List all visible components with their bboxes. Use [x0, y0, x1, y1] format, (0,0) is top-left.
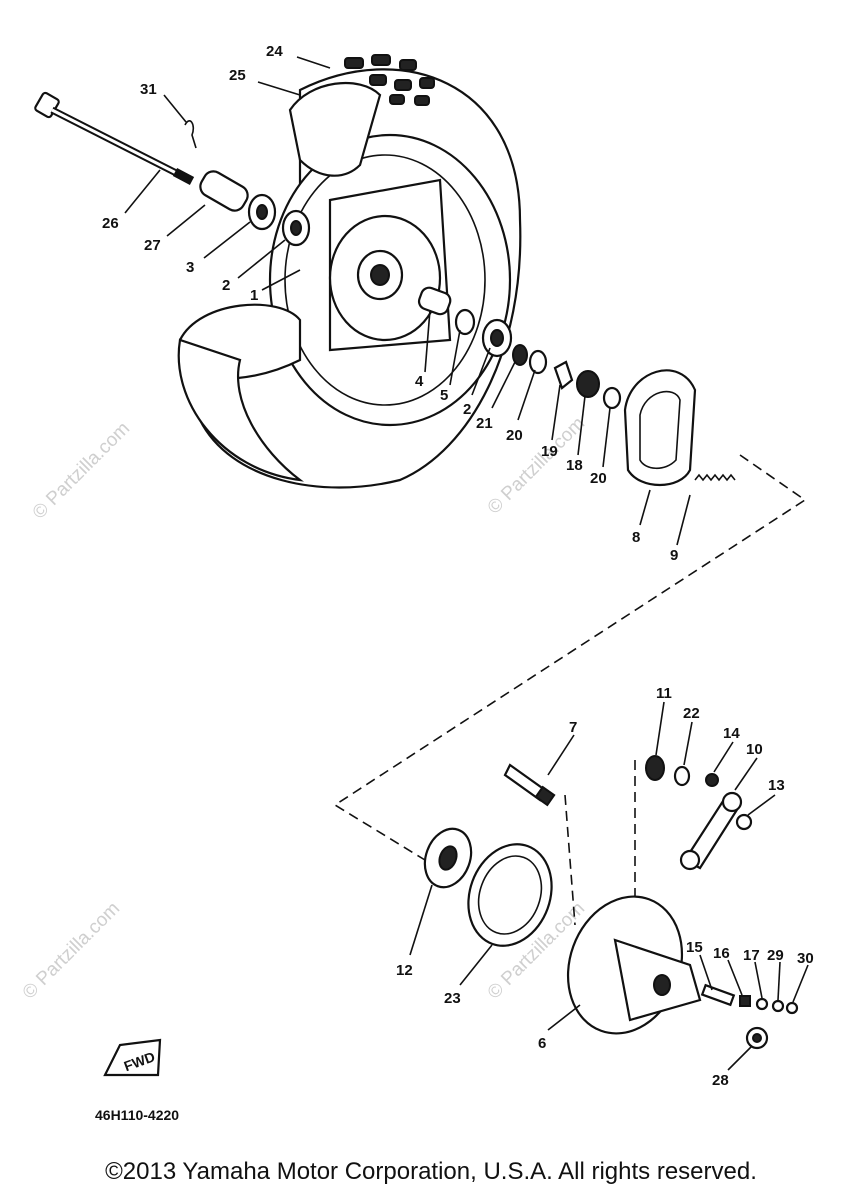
cam-lever-10 — [679, 791, 743, 871]
wheel-assembly — [177, 54, 522, 489]
watermark-bottom-left: © Partzilla.com — [19, 898, 124, 1003]
callout-16: 16 — [713, 945, 730, 962]
callout-13: 13 — [768, 777, 785, 794]
callout-9: 9 — [670, 547, 678, 564]
callout-7: 7 — [569, 719, 577, 736]
fwd-indicator: FWD — [103, 1038, 162, 1077]
return-spring — [694, 473, 736, 482]
torsion-spring-11 — [645, 755, 665, 781]
cotter-pin — [184, 120, 197, 149]
circlip-21 — [512, 344, 528, 366]
camshaft — [503, 763, 556, 807]
washer-22 — [673, 765, 691, 787]
callout-28: 28 — [712, 1072, 729, 1089]
adjuster-bolt-15 — [700, 983, 736, 1007]
tire-tread — [344, 54, 435, 106]
axle — [34, 91, 195, 185]
callout-18: 18 — [566, 457, 583, 474]
nut-16 — [739, 995, 751, 1007]
seal-ring-23 — [467, 843, 553, 947]
callout-4: 4 — [415, 373, 424, 390]
callout-2-right: 2 — [463, 401, 471, 418]
callout-21: 21 — [476, 415, 493, 432]
brake-shoe-plate — [566, 895, 702, 1035]
callout-14: 14 — [723, 725, 740, 742]
washer-20 — [528, 349, 548, 375]
callout-12: 12 — [396, 962, 413, 979]
washer-20-b — [602, 386, 622, 410]
spacer-5 — [454, 308, 476, 336]
callout-8: 8 — [632, 529, 640, 546]
callout-20-a: 20 — [506, 427, 523, 444]
callout-29: 29 — [767, 947, 784, 964]
gear-18 — [576, 370, 600, 398]
assembly-guide-line — [333, 454, 807, 861]
collar — [199, 170, 249, 212]
callout-1: 1 — [250, 287, 258, 304]
callout-23: 23 — [444, 990, 461, 1007]
callout-27: 27 — [144, 237, 161, 254]
callout-24: 24 — [266, 43, 283, 60]
callout-30: 30 — [797, 950, 814, 967]
copyright-notice: ©2013 Yamaha Motor Corporation, U.S.A. A… — [105, 1158, 757, 1185]
callout-labels: 24 25 31 26 27 3 2 1 4 5 2 21 20 19 18 2… — [102, 43, 814, 1089]
lock-washer-19 — [553, 360, 574, 390]
callout-22: 22 — [683, 705, 700, 722]
callout-6: 6 — [538, 1035, 546, 1052]
callout-3: 3 — [186, 259, 194, 276]
nut-30 — [785, 1001, 799, 1015]
nut-13 — [735, 813, 753, 831]
callout-17: 17 — [743, 947, 760, 964]
callout-10: 10 — [746, 741, 763, 758]
callout-15: 15 — [686, 939, 703, 956]
brake-shoe — [623, 369, 697, 487]
callout-2-left: 2 — [222, 277, 230, 294]
part-code: 46H110-4220 — [95, 1107, 179, 1123]
callout-26: 26 — [102, 215, 119, 232]
callout-25: 25 — [229, 67, 246, 84]
callout-31: 31 — [140, 81, 157, 98]
callout-11: 11 — [656, 685, 672, 702]
callout-19: 19 — [541, 443, 558, 460]
callout-5: 5 — [440, 387, 448, 404]
washer-17 — [755, 997, 769, 1011]
washer-29 — [771, 999, 785, 1013]
callout-20-b: 20 — [590, 470, 607, 487]
washer-14 — [705, 773, 719, 787]
leader-lines — [124, 56, 809, 1071]
watermark-left: © Partzilla.com — [29, 418, 134, 523]
